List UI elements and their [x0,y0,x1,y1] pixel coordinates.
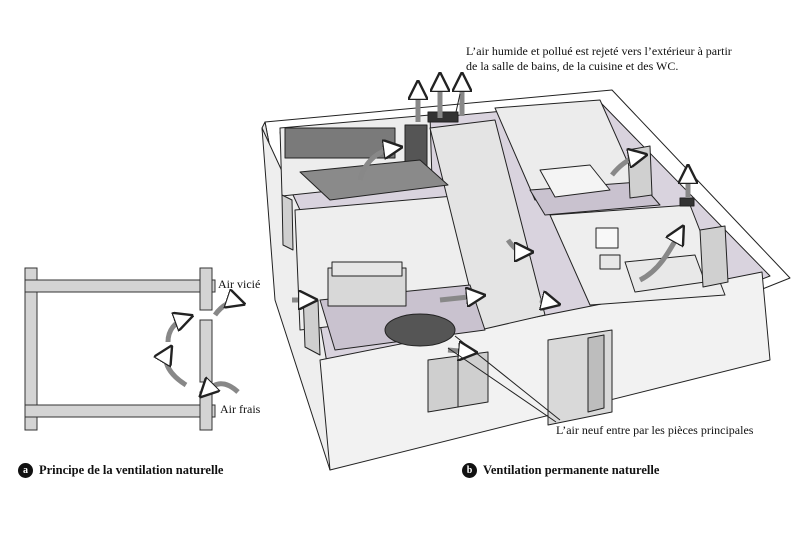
caption-b-badge: b [462,463,477,478]
house-isometric [262,90,790,470]
caption-b-text: Ventilation permanente naturelle [483,463,659,478]
caption-a: a Principe de la ventilation naturelle [18,463,223,478]
schematic-air-arrow-out [215,302,238,315]
schematic-air-arrow-up-2 [168,318,186,342]
schematic-air-arrow-up-1 [166,352,186,385]
dining-table [385,314,455,346]
annotation-exhaust-line1: L’air humide et pollué est rejeté vers l… [466,44,732,59]
schematic-air-arrow-in [205,384,238,392]
label-fresh-air: Air frais [220,402,260,417]
kitchen-vent [428,112,458,122]
bedroom-window [628,146,652,198]
front-door-inner [588,335,604,412]
label-stale-air: Air vicié [218,277,260,292]
caption-a-badge: a [18,463,33,478]
bathroom-vent [680,198,694,206]
schematic-right-wall-middle [200,320,212,382]
left-facade-window-2 [282,195,293,250]
bathroom-sink [600,255,620,269]
sofa-back [332,262,402,276]
bathroom-mirror [596,228,618,248]
flow-arrow-corridor-2 [540,300,553,303]
caption-a-text: Principe de la ventilation naturelle [39,463,223,478]
schematic-upper-slab [25,280,215,292]
principle-schematic [25,268,238,430]
bathroom-window [700,226,728,287]
annotation-fresh-air: L’air neuf entre par les pièces principa… [556,423,753,438]
schematic-lower-slab [25,405,215,417]
caption-b: b Ventilation permanente naturelle [462,463,659,478]
annotation-exhaust-line2: de la salle de bains, de la cuisine et d… [466,59,678,74]
